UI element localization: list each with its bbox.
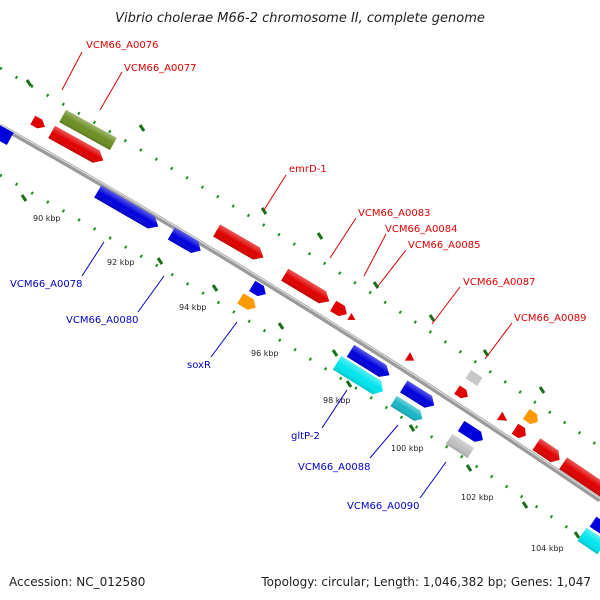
label-VCM66_A0085[interactable]: VCM66_A0085 bbox=[408, 240, 480, 251]
leader-lines-forward bbox=[61, 51, 513, 360]
label-emrD-1[interactable]: emrD-1 bbox=[289, 164, 327, 175]
gene-forward-unnamed-3[interactable] bbox=[532, 438, 563, 465]
label-VCM66_A0084[interactable]: VCM66_A0084 bbox=[385, 224, 457, 235]
gene-VCM66_A0087[interactable] bbox=[404, 352, 417, 365]
label-VCM66_A0080[interactable]: VCM66_A0080 bbox=[66, 315, 138, 326]
gene-VCM66_A0084[interactable] bbox=[330, 300, 350, 320]
label-VCM66_A0076[interactable]: VCM66_A0076 bbox=[86, 40, 158, 51]
gene-VCM66_A0090[interactable] bbox=[445, 433, 475, 459]
label-VCM66_A0090[interactable]: VCM66_A0090 bbox=[347, 501, 419, 512]
scale-label-98: 98 kbp bbox=[323, 396, 351, 405]
scale-label-90: 90 kbp bbox=[33, 214, 61, 223]
gene-VCM66_A0080[interactable] bbox=[167, 227, 204, 256]
gene-VCM66_A0077-rna[interactable] bbox=[59, 109, 117, 151]
gene-emrD-1[interactable] bbox=[213, 224, 267, 263]
gene-soxR[interactable] bbox=[237, 293, 259, 313]
topology-text: Topology: circular; Length: 1,046,382 bp… bbox=[260, 575, 591, 589]
label-soxR[interactable]: soxR bbox=[187, 360, 211, 371]
map-title: Vibrio cholerae M66-2 chromosome II, com… bbox=[115, 11, 485, 26]
gene-blue-98[interactable] bbox=[346, 344, 393, 381]
accession-text: Accession: NC_012580 bbox=[9, 575, 145, 589]
label-VCM66_A0083[interactable]: VCM66_A0083 bbox=[358, 208, 430, 219]
chromosome-backbone bbox=[0, 123, 600, 503]
gene-reverse-partial-left[interactable] bbox=[0, 124, 14, 146]
scale-label-100: 100 kbp bbox=[391, 444, 424, 453]
label-VCM66_A0087[interactable]: VCM66_A0087 bbox=[463, 277, 535, 288]
scale-label-94: 94 kbp bbox=[179, 303, 207, 312]
gene-blue-100[interactable] bbox=[400, 380, 438, 412]
label-VCM66_A0078[interactable]: VCM66_A0078 bbox=[10, 279, 82, 290]
gene-forward-unnamed-4[interactable] bbox=[559, 457, 600, 502]
leader-lines-reverse bbox=[81, 241, 447, 499]
label-gltP-2[interactable]: gltP-2 bbox=[291, 431, 320, 442]
gene-soxR-blue[interactable] bbox=[249, 280, 269, 300]
gene-VCM66_A0083[interactable] bbox=[281, 268, 333, 308]
gene-VCM66_A0076[interactable] bbox=[30, 115, 47, 132]
gene-blue-102[interactable] bbox=[457, 420, 486, 445]
scale-label-96: 96 kbp bbox=[251, 349, 279, 358]
gene-gray-upper[interactable] bbox=[465, 369, 483, 387]
gene-cyan-104-partial[interactable] bbox=[577, 527, 600, 555]
gene-gltP-2[interactable] bbox=[332, 355, 387, 398]
label-VCM66_A0077[interactable]: VCM66_A0077 bbox=[124, 63, 196, 74]
scale-label-104: 104 kbp bbox=[531, 544, 564, 553]
gene-blue-104-partial[interactable] bbox=[589, 516, 600, 534]
gene-VCM66_A0089[interactable] bbox=[454, 385, 470, 401]
scale-label-92: 92 kbp bbox=[107, 258, 135, 267]
scale-label-102: 102 kbp bbox=[461, 493, 494, 502]
label-VCM66_A0088[interactable]: VCM66_A0088 bbox=[298, 462, 370, 473]
gene-VCM66_A0077[interactable] bbox=[48, 125, 106, 167]
gene-VCM66_A0085[interactable] bbox=[347, 313, 357, 323]
guide-track-inner bbox=[0, 173, 600, 552]
scale-tick-marks bbox=[20, 79, 581, 539]
label-VCM66_A0089[interactable]: VCM66_A0089 bbox=[514, 313, 586, 324]
chromosome-backbone-highlight bbox=[0, 123, 600, 500]
gene-orange-upper[interactable] bbox=[522, 409, 541, 427]
gene-VCM66_A0078[interactable] bbox=[94, 185, 162, 232]
gene-forward-unnamed-2[interactable] bbox=[511, 423, 529, 441]
gene-forward-unnamed-1[interactable] bbox=[496, 411, 510, 425]
gene-VCM66_A0088[interactable] bbox=[390, 395, 425, 424]
